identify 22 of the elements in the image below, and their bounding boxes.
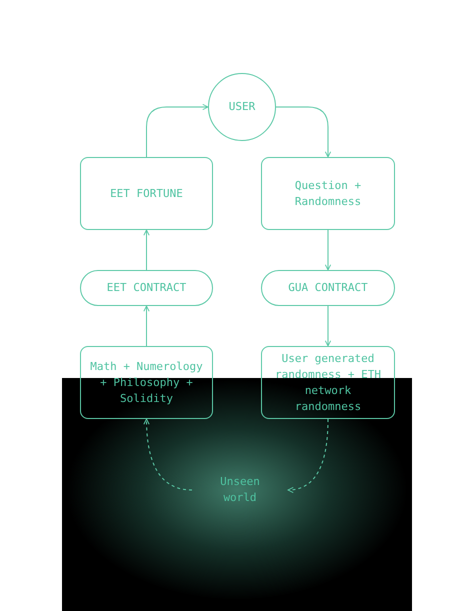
node-label: EET FORTUNE (109, 186, 184, 202)
node-label: Unseen world (219, 474, 261, 506)
contract-pill (261, 270, 395, 306)
process-box (80, 346, 213, 419)
node-label: User generated randomness + ETH network randomness (274, 350, 382, 414)
arrow (146, 104, 208, 158)
arrow (276, 106, 332, 158)
node-label: GUA CONTRACT (287, 280, 369, 296)
node-label: EET CONTRACT (106, 280, 188, 296)
process-box (261, 346, 395, 419)
contract-pill (80, 270, 213, 306)
dashed-arrow (144, 418, 192, 490)
process-box (80, 157, 213, 230)
arrow (324, 306, 332, 346)
arrow (143, 230, 150, 270)
arrow (143, 306, 150, 346)
node-label: Question + Randomness (294, 178, 362, 210)
process-box (261, 157, 395, 230)
arrow (324, 230, 332, 270)
dashed-arrow (288, 418, 328, 493)
node-label: USER (228, 99, 256, 115)
node-label: Math + Numerology + Philosophy + Solidity (89, 358, 204, 406)
